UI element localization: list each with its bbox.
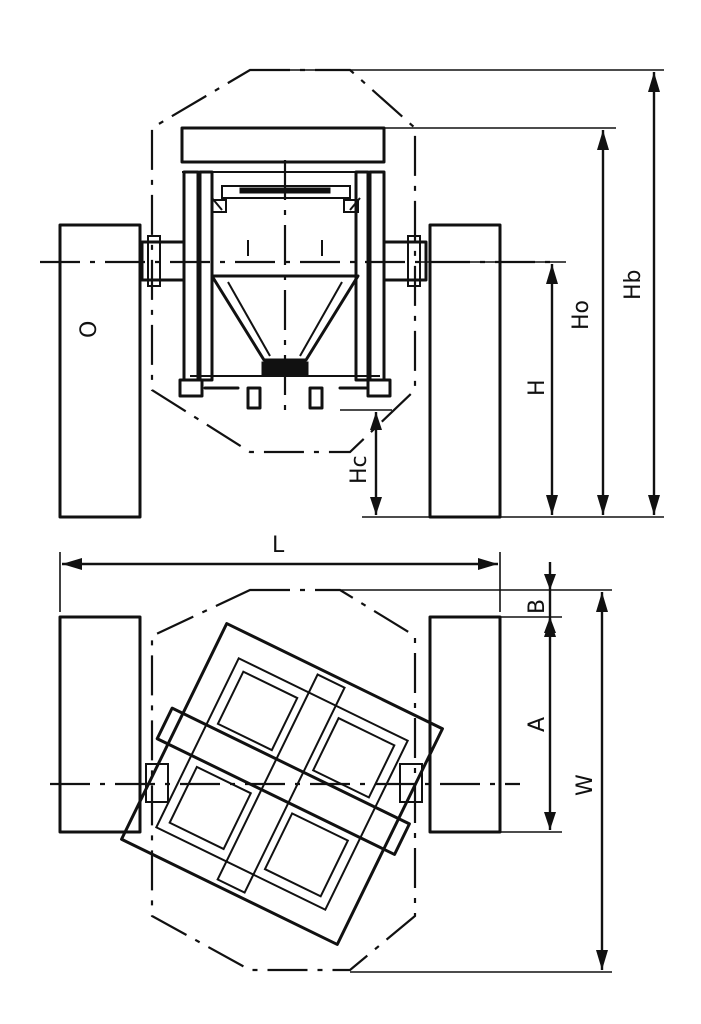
container-cross-band-horizontal — [155, 706, 411, 856]
container-quadrant-4 — [263, 812, 350, 898]
discharge-valve — [261, 361, 309, 377]
right-foot — [366, 378, 392, 398]
left-frame-post-inner — [198, 170, 214, 382]
plan-view: L B — [50, 533, 612, 973]
left-caster — [246, 386, 262, 410]
label-w: W — [573, 774, 598, 796]
clamp-bar — [239, 187, 331, 194]
w-arrow-top — [596, 592, 608, 612]
ho-arrow-bottom — [597, 495, 609, 515]
rotated-container — [120, 622, 444, 946]
front-elevation: O Hb Ho H Hc — [40, 68, 664, 519]
a-arrow-top — [544, 619, 556, 637]
left-shaft-hub — [140, 240, 186, 282]
l-arrow-left — [62, 558, 82, 570]
container-quadrant-3 — [168, 765, 253, 851]
left-bearing — [147, 235, 161, 287]
ho-arrow-top — [597, 130, 609, 150]
left-frame-post — [182, 170, 200, 382]
right-caster — [308, 386, 324, 410]
clamp-plate — [221, 185, 351, 199]
left-foot — [178, 378, 204, 398]
container-cross-band-vertical — [216, 673, 346, 894]
label-l: L — [272, 533, 285, 558]
right-shaft-hub — [382, 240, 428, 282]
hc-arrow-top — [370, 412, 382, 430]
h-arrow-bottom — [546, 495, 558, 515]
bin-hopper-line-right — [299, 281, 343, 357]
l-arrow-right — [478, 558, 498, 570]
label-hc: Hc — [347, 455, 372, 484]
plan-rotation-envelope — [150, 588, 417, 972]
label-a: A — [525, 717, 550, 732]
container-outer — [120, 622, 444, 946]
hb-arrow-bottom — [648, 495, 660, 515]
right-clamp-block — [343, 199, 359, 213]
plan-right-shaft — [399, 763, 423, 803]
right-column-plan — [428, 615, 502, 834]
right-support-column — [428, 223, 502, 519]
left-column-plan — [58, 615, 142, 834]
w-arrow-bottom — [596, 950, 608, 970]
a-arrow-bottom — [544, 812, 556, 830]
column-circle-mark: O — [77, 321, 102, 338]
b-arrow-top — [544, 574, 556, 590]
container-quadrant-1 — [216, 670, 299, 752]
label-ho: Ho — [569, 300, 594, 330]
hb-arrow-top — [648, 72, 660, 92]
left-clamp-block — [211, 199, 227, 213]
label-hb: Hb — [621, 269, 646, 300]
right-frame-post — [368, 170, 386, 382]
label-b: B — [525, 599, 550, 614]
container-quadrant-2 — [311, 716, 396, 799]
bin-hopper-line-left — [227, 281, 271, 357]
label-h: H — [525, 379, 550, 396]
hc-arrow-bottom — [370, 497, 382, 515]
top-frame — [180, 126, 386, 164]
h-arrow-top — [546, 264, 558, 284]
left-support-column — [58, 223, 142, 519]
rotation-envelope — [150, 68, 417, 454]
right-bearing — [407, 235, 421, 287]
container-inner — [154, 656, 410, 912]
bin-hopper — [210, 274, 360, 362]
